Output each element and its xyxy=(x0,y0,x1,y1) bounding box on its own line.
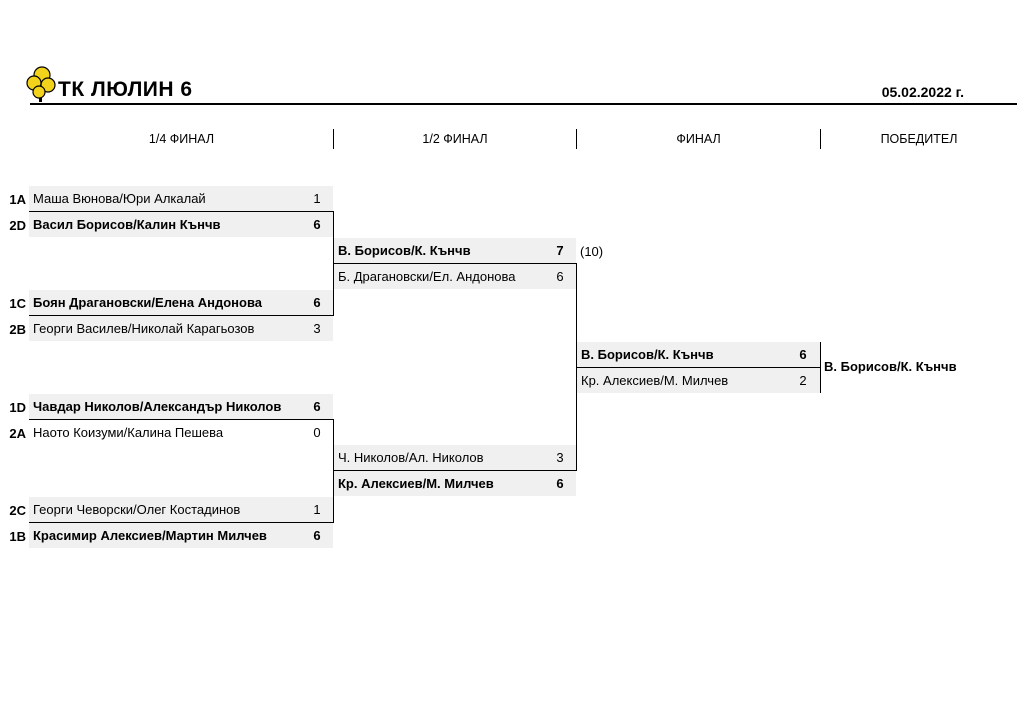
seed-label: 2C xyxy=(9,503,26,518)
player-name: Чавдар Николов/Александър Николов xyxy=(33,399,282,414)
final-player-row: В. Борисов/К. Кънчв 6 xyxy=(577,342,820,367)
round-header-winner: ПОБЕДИТЕЛ xyxy=(880,132,958,146)
seed-label: 1D xyxy=(9,400,26,415)
qf-player-row: Чавдар Николов/Александър Николов 6 xyxy=(29,394,333,419)
player-score: 6 xyxy=(313,528,321,543)
club-title: ТК ЛЮЛИН 6 xyxy=(58,78,193,101)
bracket-line xyxy=(334,263,577,264)
player-name: Георги Василев/Николай Карагьозов xyxy=(33,321,255,336)
player-name: Боян Драгановски/Елена Андонова xyxy=(33,295,262,310)
player-score: 2 xyxy=(799,373,807,388)
qf-player-row: Георги Чеворски/Олег Костадинов 1 xyxy=(29,497,333,522)
event-date: 05.02.2022 г. xyxy=(881,84,964,100)
player-score: 6 xyxy=(799,347,807,362)
round-separator xyxy=(820,129,821,149)
qf-player-row: Наото Коизуми/Калина Пешева 0 xyxy=(29,420,333,445)
player-name: Ч. Николов/Ал. Николов xyxy=(338,450,484,465)
player-name: Наото Коизуми/Калина Пешева xyxy=(33,425,224,440)
player-score: 1 xyxy=(313,191,321,206)
player-name: Красимир Алексиев/Мартин Милчев xyxy=(33,528,267,543)
player-score: 6 xyxy=(313,217,321,232)
player-name: Георги Чеворски/Олег Костадинов xyxy=(33,502,241,517)
club-logo xyxy=(26,66,56,102)
bracket-line xyxy=(29,419,334,420)
player-score: 7 xyxy=(556,243,564,258)
player-name: Б. Драгановски/Ел. Андонова xyxy=(338,269,516,284)
player-score: 6 xyxy=(313,399,321,414)
round-header-qf: 1/4 ФИНАЛ xyxy=(148,132,215,146)
bracket-line xyxy=(29,211,334,212)
final-player-row: Кр. Алексиев/М. Милчев 2 xyxy=(577,368,820,393)
round-separator xyxy=(576,129,577,149)
tiebreak-score: (10) xyxy=(580,244,604,259)
bracket-line xyxy=(333,211,334,316)
seed-label: 2A xyxy=(9,426,26,441)
player-score: 6 xyxy=(313,295,321,310)
player-name: Кр. Алексиев/М. Милчев xyxy=(581,373,729,388)
round-separator xyxy=(333,129,334,149)
bracket-line xyxy=(577,367,821,368)
player-name: Васил Борисов/Калин Кънчв xyxy=(33,217,221,232)
qf-player-row: Красимир Алексиев/Мартин Милчев 6 xyxy=(29,523,333,548)
seed-label: 2B xyxy=(9,322,26,337)
player-name: Кр. Алексиев/М. Милчев xyxy=(338,476,494,491)
bracket-line xyxy=(29,315,334,316)
player-name: Маша Вюнова/Юри Алкалай xyxy=(33,191,206,206)
player-score: 0 xyxy=(313,425,321,440)
sf-player-row: В. Борисов/К. Кънчв 7 xyxy=(334,238,576,263)
sf-player-row: Кр. Алексиев/М. Милчев 6 xyxy=(334,471,576,496)
qf-player-row: Васил Борисов/Калин Кънчв 6 xyxy=(29,212,333,237)
round-header-sf: 1/2 ФИНАЛ xyxy=(422,132,488,146)
player-score: 6 xyxy=(556,476,564,491)
player-score: 3 xyxy=(556,450,564,465)
bracket-line xyxy=(29,522,334,523)
round-header-final: ФИНАЛ xyxy=(676,132,721,146)
seed-label: 1A xyxy=(9,192,26,207)
bracket-line xyxy=(576,263,577,471)
player-score: 1 xyxy=(313,502,321,517)
player-name: В. Борисов/К. Кънчв xyxy=(338,243,471,258)
sf-player-row: Ч. Николов/Ал. Николов 3 xyxy=(334,445,576,470)
qf-player-row: Георги Василев/Николай Карагьозов 3 xyxy=(29,316,333,341)
seed-label: 2D xyxy=(9,218,26,233)
champion-name: В. Борисов/К. Кънчв xyxy=(824,359,957,374)
bracket-line xyxy=(333,419,334,523)
player-score: 3 xyxy=(313,321,321,336)
bracket-line xyxy=(820,342,821,393)
qf-player-row: Маша Вюнова/Юри Алкалай 1 xyxy=(29,186,333,211)
player-score: 6 xyxy=(556,269,564,284)
bracket-line xyxy=(334,470,577,471)
qf-player-row: Боян Драгановски/Елена Андонова 6 xyxy=(29,290,333,315)
seed-label: 1B xyxy=(9,529,26,544)
player-name: В. Борисов/К. Кънчв xyxy=(581,347,714,362)
header-divider xyxy=(30,103,1017,105)
seed-label: 1C xyxy=(9,296,26,311)
sf-player-row: Б. Драгановски/Ел. Андонова 6 xyxy=(334,264,576,289)
